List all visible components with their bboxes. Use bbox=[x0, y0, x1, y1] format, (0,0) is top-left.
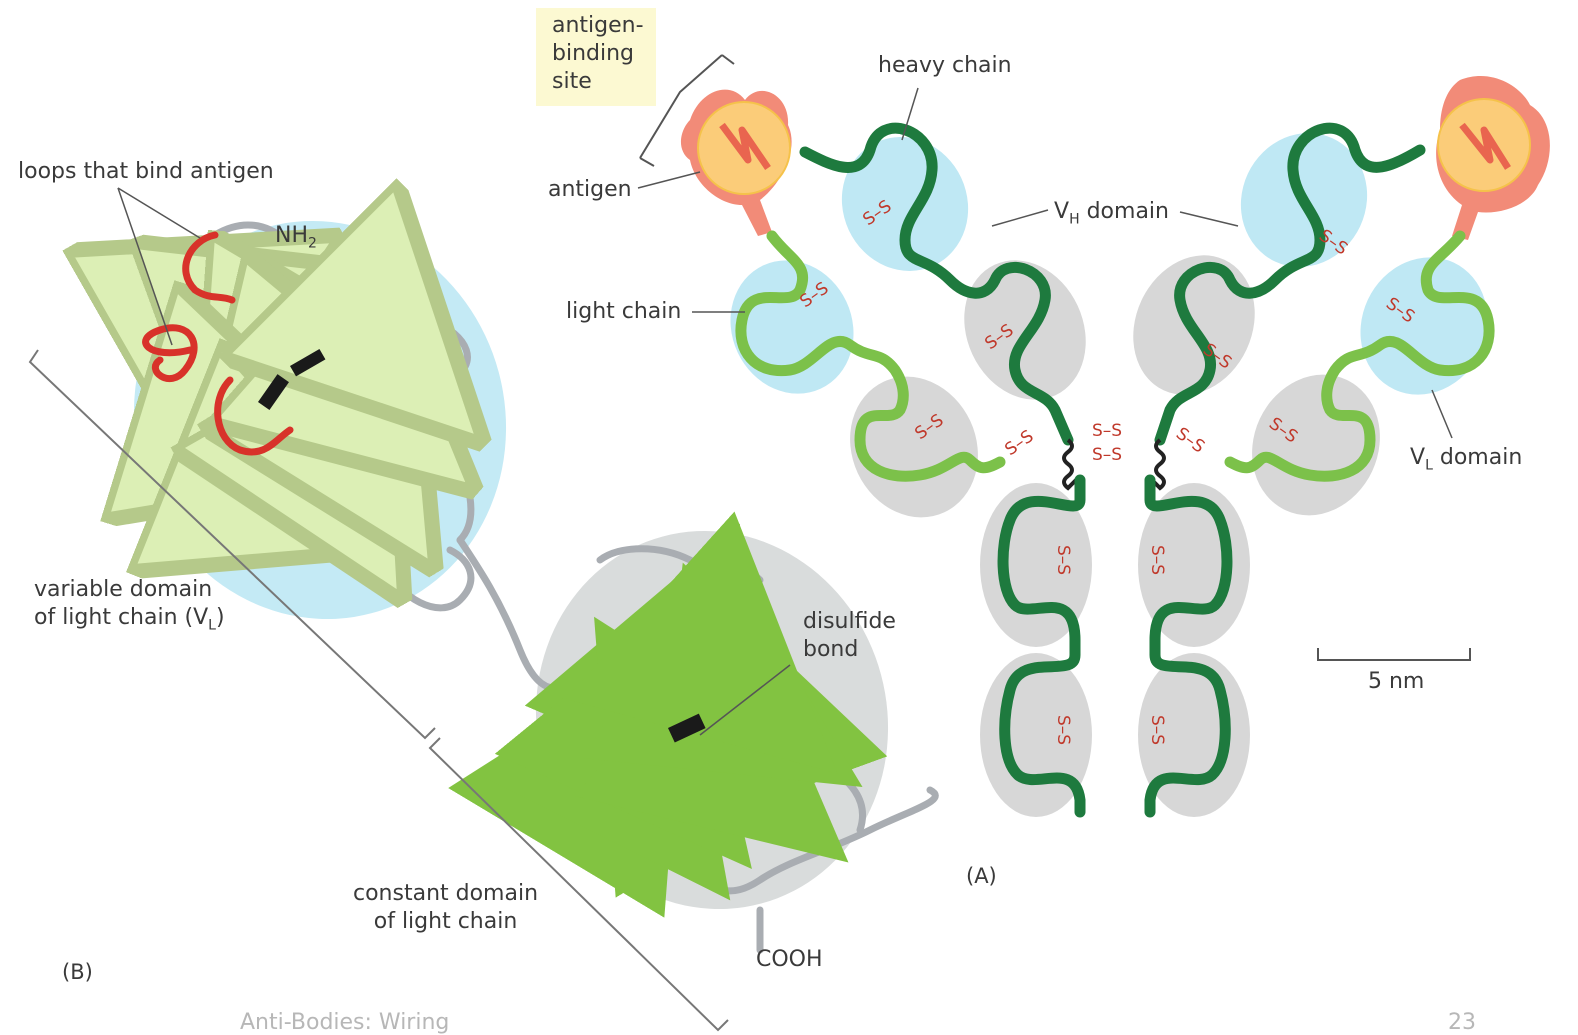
scale-bar bbox=[1318, 648, 1470, 660]
antigen-binding-site-line-3: site bbox=[552, 68, 644, 96]
svg-text:S–S: S–S bbox=[1147, 545, 1167, 575]
light-chain-label: light chain bbox=[566, 298, 681, 326]
antigen-right bbox=[1436, 76, 1550, 240]
svg-text:S–S: S–S bbox=[1172, 424, 1208, 458]
panel-b-label: (B) bbox=[62, 958, 93, 986]
variable-domain-line-1: variable domain bbox=[34, 576, 225, 604]
constant-domain-label: constant domain of light chain bbox=[353, 880, 538, 936]
variable-domain-line-2: of light chain (VL) bbox=[34, 604, 225, 639]
footer-left-text: Anti-Bodies: Wiring bbox=[240, 1010, 449, 1035]
loops-label: loops that bind antigen bbox=[18, 158, 274, 186]
antigen-binding-site-line-2: binding bbox=[552, 40, 644, 68]
vl-sub: L bbox=[1425, 457, 1433, 473]
vl-rest: domain bbox=[1433, 445, 1522, 470]
footer-page-number: 23 bbox=[1448, 1010, 1476, 1035]
svg-text:S–S: S–S bbox=[1092, 421, 1122, 441]
variable-domain-line-2-main: of light chain (V bbox=[34, 605, 208, 630]
disulfide-line-1: disulfide bbox=[803, 608, 896, 636]
variable-domain-line-2-end: ) bbox=[216, 605, 225, 630]
nh2-sub: 2 bbox=[308, 235, 317, 251]
cooh-label: COOH bbox=[756, 946, 823, 974]
vh-main: V bbox=[1054, 199, 1069, 224]
constant-domain-bg bbox=[494, 491, 930, 949]
vl-main: V bbox=[1410, 445, 1425, 470]
nh2-main: NH bbox=[275, 223, 308, 248]
antigen-left bbox=[681, 90, 792, 236]
vh-sub: H bbox=[1069, 211, 1080, 227]
disulfide-bond-label: disulfide bond bbox=[803, 608, 896, 664]
nh2-label: NH2 bbox=[275, 222, 317, 257]
scale-label: 5 nm bbox=[1368, 668, 1424, 696]
svg-text:S–S: S–S bbox=[1053, 715, 1073, 745]
vl-domain-label: VL domain bbox=[1410, 444, 1522, 479]
antigen-binding-site-label: antigen- binding site bbox=[552, 12, 644, 96]
vh-domain-label: VH domain bbox=[1054, 198, 1169, 233]
svg-text:S–S: S–S bbox=[1092, 445, 1122, 465]
antigen-binding-site-line-1: antigen- bbox=[552, 12, 644, 40]
panel-a-label: (A) bbox=[966, 862, 997, 890]
constant-domains bbox=[827, 235, 1402, 817]
variable-domain-label: variable domain of light chain (VL) bbox=[34, 576, 225, 639]
antigen-label: antigen bbox=[548, 176, 632, 204]
svg-text:S–S: S–S bbox=[1053, 545, 1073, 575]
heavy-chain-label: heavy chain bbox=[878, 52, 1012, 80]
disulfide-line-2: bond bbox=[803, 636, 896, 664]
constant-domain-line-2: of light chain bbox=[353, 908, 538, 936]
svg-text:S–S: S–S bbox=[1147, 715, 1167, 745]
variable-domain-line-2-sub: L bbox=[208, 617, 216, 633]
constant-domain-line-1: constant domain bbox=[353, 880, 538, 908]
vh-rest: domain bbox=[1080, 199, 1169, 224]
svg-text:S–S: S–S bbox=[1001, 426, 1037, 460]
